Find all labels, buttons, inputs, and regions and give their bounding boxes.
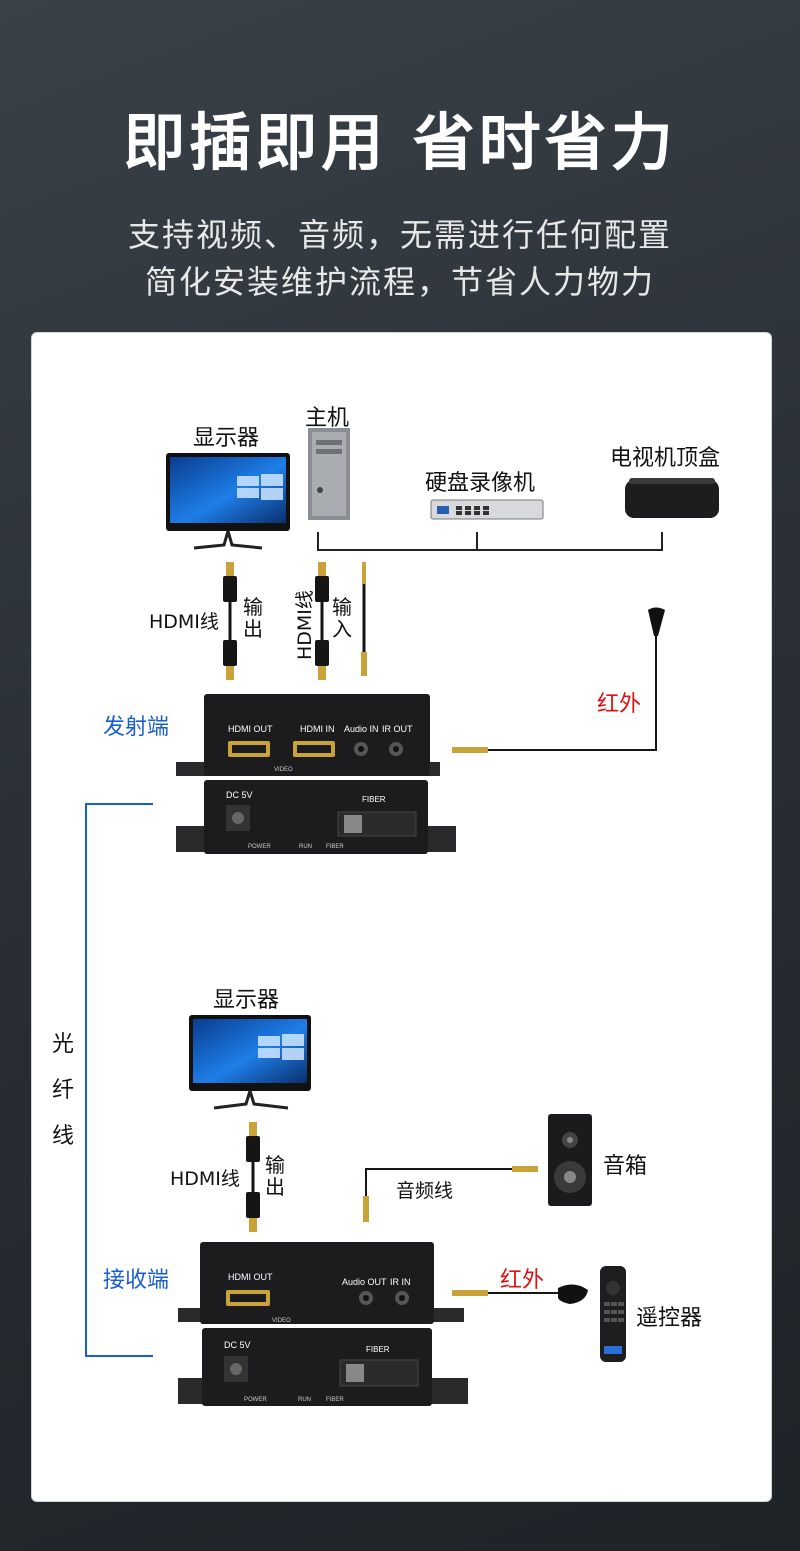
label-fiber: 光纤线 bbox=[52, 1032, 75, 1149]
label-dvr: 硬盘录像机 bbox=[425, 471, 536, 496]
fiber-link-line bbox=[85, 803, 153, 1357]
label-remote: 遥控器 bbox=[636, 1306, 703, 1331]
rx-port-ir-in: IR IN bbox=[390, 1277, 411, 1287]
label-input-top: 输入 bbox=[332, 595, 352, 641]
subtitle-line1: 支持视频、音频，无需进行任何配置 bbox=[127, 216, 672, 254]
label-host: 主机 bbox=[305, 406, 350, 431]
tx-port-dc: DC 5V bbox=[226, 790, 253, 800]
tx-led-power: POWER bbox=[248, 844, 271, 850]
rx-port-audio-out: Audio OUT bbox=[342, 1277, 387, 1287]
rx-port-dc: DC 5V bbox=[224, 1340, 251, 1350]
remote-control bbox=[600, 1266, 626, 1362]
label-ir-top: 红外 bbox=[597, 692, 642, 717]
label-stb: 电视机顶盒 bbox=[610, 446, 721, 471]
hdmi-cable-rx-output bbox=[246, 1122, 260, 1232]
ir-receiver-cable bbox=[452, 1284, 588, 1304]
speaker bbox=[548, 1114, 592, 1206]
label-monitor-top: 显示器 bbox=[193, 426, 260, 451]
hdmi-cable-output bbox=[223, 562, 237, 680]
label-transmitter: 发射端 bbox=[103, 715, 170, 740]
tx-port-ir-out: IR OUT bbox=[382, 724, 413, 734]
audio-cable-input bbox=[361, 562, 367, 676]
host-pc-tower bbox=[308, 428, 350, 520]
tx-port-hdmi-out: HDMI OUT bbox=[228, 724, 273, 734]
rx-led-run: RUN bbox=[298, 1397, 311, 1403]
rx-led-fiber: FIBER bbox=[326, 1397, 344, 1403]
tx-port-video: VIDEO bbox=[274, 767, 293, 773]
label-ir-bottom: 红外 bbox=[500, 1268, 545, 1293]
label-monitor-bottom: 显示器 bbox=[213, 988, 280, 1013]
rx-port-video: VIDEO bbox=[272, 1318, 291, 1324]
ir-emitter-cable bbox=[452, 607, 665, 753]
rx-port-fiber: FIBER bbox=[366, 1345, 390, 1354]
transmitter-device bbox=[176, 694, 456, 854]
dvr-device bbox=[430, 499, 544, 520]
label-audio-cable: 音频线 bbox=[396, 1180, 454, 1202]
label-hdmi-cable-top: HDMI线 bbox=[149, 611, 219, 633]
receiver-device bbox=[178, 1242, 468, 1406]
tx-led-fiber: FIBER bbox=[326, 844, 344, 850]
label-receiver: 接收端 bbox=[103, 1268, 170, 1293]
label-output-top: 输出 bbox=[243, 595, 263, 641]
tx-led-run: RUN bbox=[299, 844, 312, 850]
label-hdmi-cable-bottom: HDMI线 bbox=[170, 1168, 240, 1190]
tx-port-hdmi-in: HDMI IN bbox=[300, 724, 335, 734]
audio-cable-output bbox=[363, 1166, 538, 1222]
label-output-bottom: 输出 bbox=[265, 1153, 285, 1199]
tx-port-fiber: FIBER bbox=[362, 795, 386, 804]
monitor-top bbox=[166, 453, 290, 550]
label-speaker: 音箱 bbox=[603, 1154, 648, 1179]
subtitle-line2: 简化安装维护流程，节省人力物力 bbox=[144, 263, 655, 301]
source-bus-line bbox=[317, 532, 663, 551]
page-title: 即插即用 省时省力 bbox=[123, 106, 677, 179]
monitor-bottom bbox=[189, 1015, 311, 1110]
set-top-box bbox=[625, 478, 719, 518]
label-hdmi-cable-top2: HDMI线 bbox=[294, 590, 316, 660]
hdmi-cable-input bbox=[315, 562, 329, 680]
tx-port-audio-in: Audio IN bbox=[344, 724, 379, 734]
rx-led-power: POWER bbox=[244, 1397, 267, 1403]
rx-port-hdmi-out: HDMI OUT bbox=[228, 1272, 273, 1282]
